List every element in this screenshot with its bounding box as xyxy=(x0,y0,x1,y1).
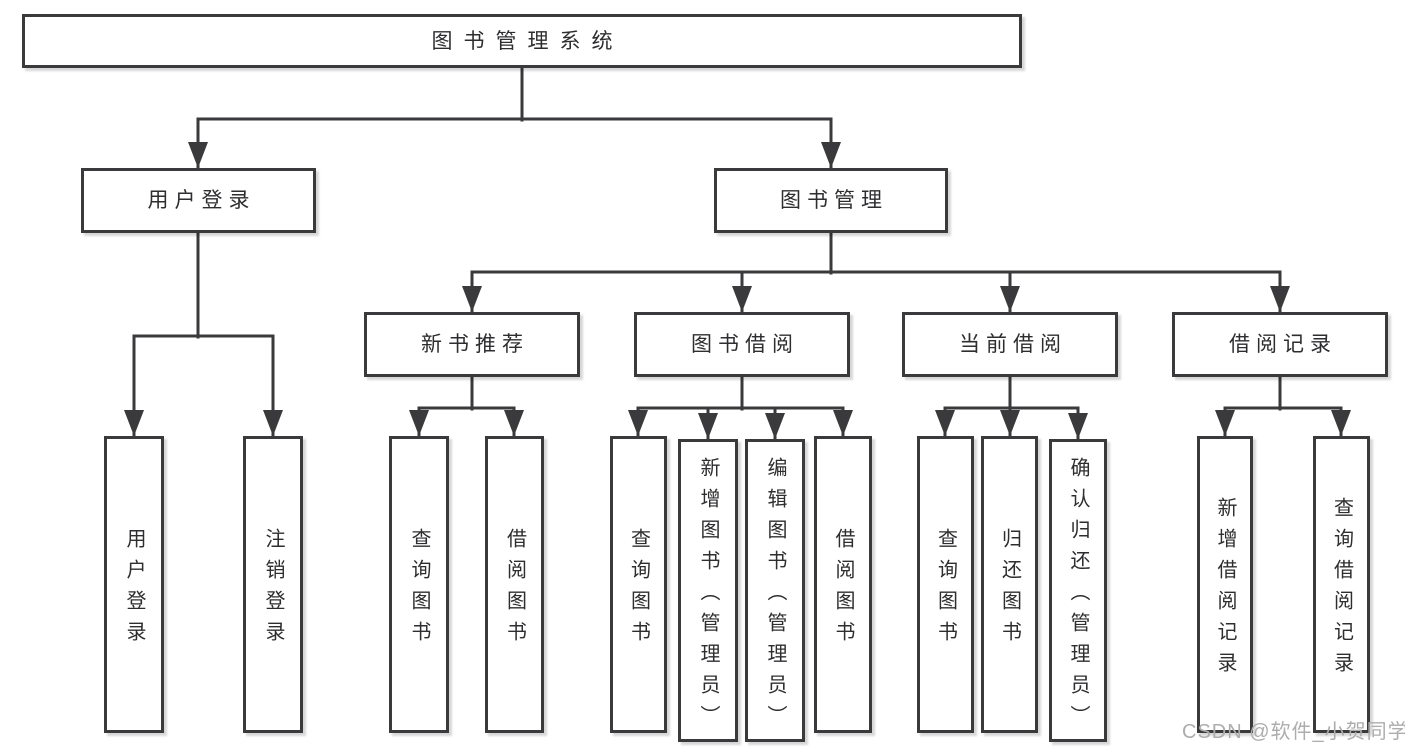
leaf-cb-confirm-return-admin: 确认归还（管理员） xyxy=(1049,439,1107,742)
leaf-bb-borrow-books: 借阅图书 xyxy=(814,436,872,733)
node-root: 图书管理系统 xyxy=(22,14,1022,68)
node-current-borrow-label: 当前借阅 xyxy=(959,333,1067,356)
leaf-cb-confirm-return-admin-label: 确认归还（管理员） xyxy=(1067,456,1089,736)
leaf-bb-query-books: 查询图书 xyxy=(610,436,667,733)
leaf-logout: 注销登录 xyxy=(243,436,303,733)
node-book-borrow: 图书借阅 xyxy=(634,312,850,377)
node-book-borrow-label: 图书借阅 xyxy=(691,333,799,356)
node-borrow-records: 借阅记录 xyxy=(1172,312,1388,377)
arrow-connectors xyxy=(124,119,1351,439)
node-current-borrow: 当前借阅 xyxy=(902,312,1118,377)
node-borrow-records-label: 借阅记录 xyxy=(1229,333,1337,356)
node-new-book-recommend: 新书推荐 xyxy=(364,312,580,377)
leaf-bb-query-books-label: 查询图书 xyxy=(627,528,650,652)
node-new-book-recommend-label: 新书推荐 xyxy=(421,333,529,356)
leaf-bb-edit-books-admin-label: 编辑图书（管理员） xyxy=(764,456,786,736)
leaf-bb-borrow-books-label: 借阅图书 xyxy=(832,528,854,652)
leaf-br-query-record: 查询借阅记录 xyxy=(1313,436,1370,733)
leaf-nbr-borrow-books: 借阅图书 xyxy=(485,436,544,733)
leaf-cb-query-books-label: 查询图书 xyxy=(934,528,957,652)
leaf-cb-return-books-label: 归还图书 xyxy=(998,528,1021,652)
leaf-user-login-label: 用户登录 xyxy=(123,528,145,652)
leaf-br-add-record: 新增借阅记录 xyxy=(1197,436,1253,733)
leaf-logout-label: 注销登录 xyxy=(262,528,284,652)
leaf-nbr-query-books: 查询图书 xyxy=(389,436,449,733)
node-user-login-label: 用户登录 xyxy=(147,189,256,212)
node-book-management-label: 图书管理 xyxy=(780,189,888,212)
leaf-nbr-borrow-books-label: 借阅图书 xyxy=(503,528,526,652)
node-book-management: 图书管理 xyxy=(714,168,948,233)
leaf-cb-return-books: 归还图书 xyxy=(981,436,1038,733)
leaf-bb-add-books-admin: 新增图书（管理员） xyxy=(678,439,738,742)
leaf-bb-edit-books-admin: 编辑图书（管理员） xyxy=(745,439,805,742)
leaf-br-add-record-label: 新增借阅记录 xyxy=(1214,497,1236,683)
leaf-nbr-query-books-label: 查询图书 xyxy=(408,528,430,652)
node-user-login: 用户登录 xyxy=(81,168,316,233)
leaf-user-login: 用户登录 xyxy=(104,436,164,733)
leaf-bb-add-books-admin-label: 新增图书（管理员） xyxy=(697,456,719,736)
node-root-label: 图书管理系统 xyxy=(431,29,624,53)
leaf-br-query-record-label: 查询借阅记录 xyxy=(1330,497,1353,683)
leaf-cb-query-books: 查询图书 xyxy=(917,436,974,733)
csdn-watermark: CSDN @软件_小贺同学 xyxy=(1182,721,1405,743)
